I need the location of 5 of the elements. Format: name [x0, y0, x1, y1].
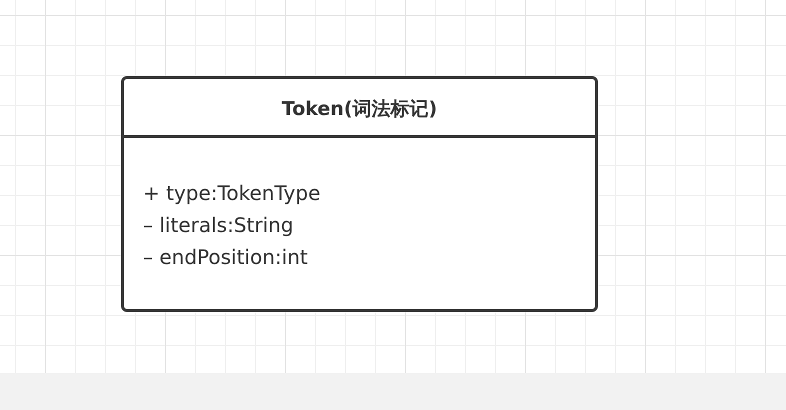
attribute-text: – endPosition:int [143, 244, 308, 270]
attribute-text: + type:TokenType [143, 180, 320, 206]
class-box [121, 76, 598, 312]
attribute-text: – literals:String [143, 212, 294, 238]
class-name: Token(词法标记) [280, 97, 438, 121]
